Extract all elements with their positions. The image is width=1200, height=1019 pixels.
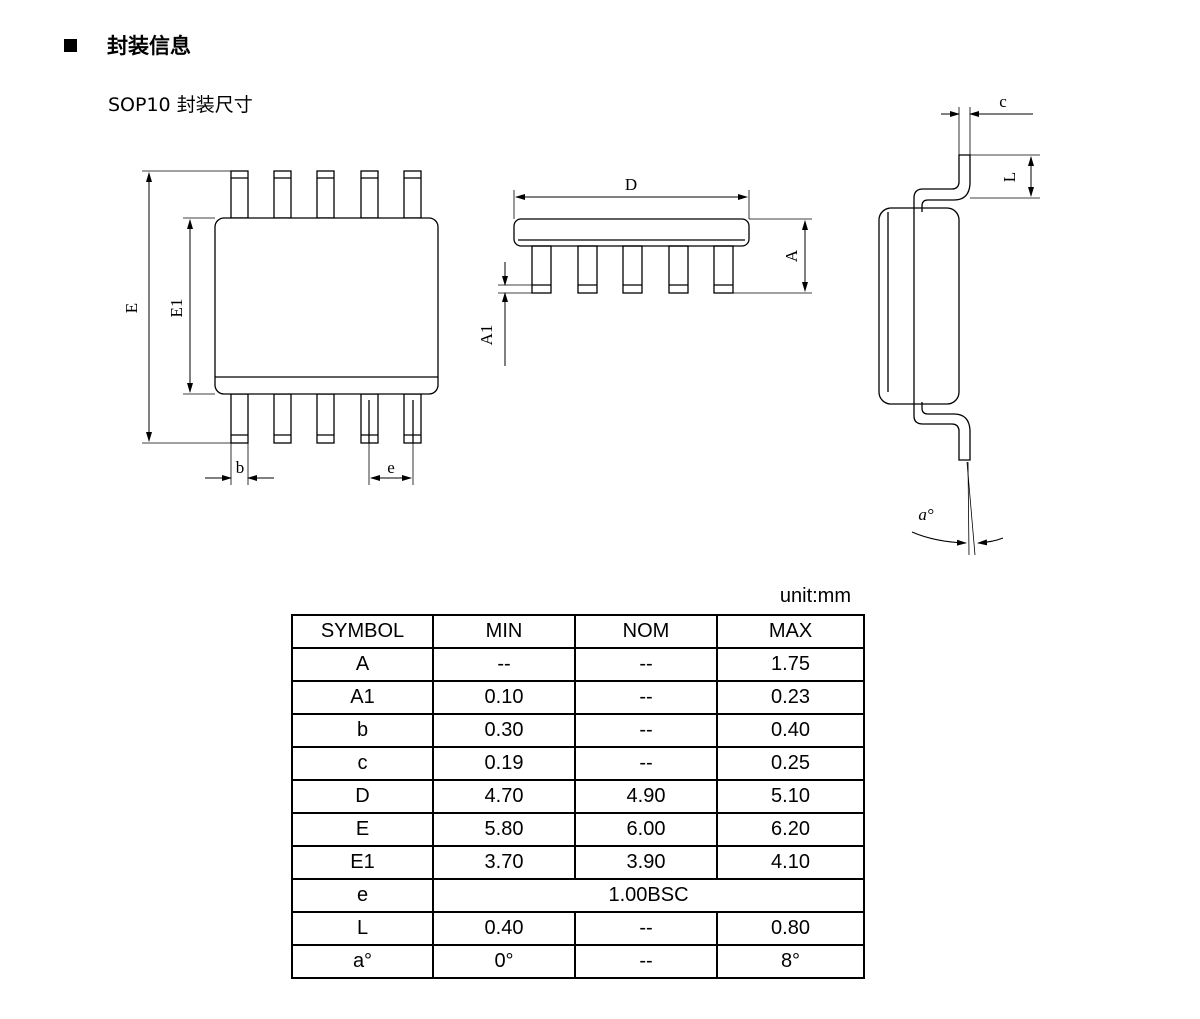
cell-min: 3.70 — [432, 845, 576, 880]
package-body-front — [513, 218, 750, 247]
label-A1: A1 — [477, 325, 496, 346]
cell-min: 0.19 — [432, 746, 576, 781]
table-header-row: SYMBOL MIN NOM MAX — [291, 614, 865, 649]
table-row: D 4.70 4.90 5.10 — [291, 779, 865, 814]
label-L: L — [1000, 172, 1019, 182]
cell-symbol: E1 — [291, 845, 434, 880]
cell-nom: -- — [574, 746, 718, 781]
table-row: A -- -- 1.75 — [291, 647, 865, 682]
package-body-side — [878, 207, 960, 405]
cell-min: 0.30 — [432, 713, 576, 748]
header-nom: NOM — [574, 614, 718, 649]
table-row: L 0.40 -- 0.80 — [291, 911, 865, 946]
cell-symbol: c — [291, 746, 434, 781]
table-row: A1 0.10 -- 0.23 — [291, 680, 865, 715]
cell-min: 0° — [432, 944, 576, 979]
cell-max: 6.20 — [716, 812, 865, 847]
cell-symbol: A — [291, 647, 434, 682]
cell-nom: -- — [574, 911, 718, 946]
package-drawing: E E1 b e D A A1 — [122, 92, 1040, 556]
bottom-pins — [230, 393, 422, 444]
table-row: b 0.30 -- 0.40 — [291, 713, 865, 748]
label-b: b — [236, 458, 245, 477]
header-min: MIN — [432, 614, 576, 649]
cell-min: -- — [432, 647, 576, 682]
header-symbol: SYMBOL — [291, 614, 434, 649]
cell-merged-value: 1.00BSC — [432, 878, 865, 913]
section-title-text: 封装信息 — [107, 34, 191, 58]
front-view — [498, 190, 812, 366]
cell-max: 0.80 — [716, 911, 865, 946]
cell-nom: 4.90 — [574, 779, 718, 814]
header-max: MAX — [716, 614, 865, 649]
front-pins — [531, 245, 734, 294]
cell-nom: -- — [574, 647, 718, 682]
cell-symbol: a° — [291, 944, 434, 979]
label-c: c — [999, 92, 1007, 111]
cell-min: 0.10 — [432, 680, 576, 715]
cell-nom: 6.00 — [574, 812, 718, 847]
label-E: E — [122, 303, 141, 313]
label-e: e — [387, 458, 395, 477]
cell-max: 5.10 — [716, 779, 865, 814]
label-D: D — [625, 175, 637, 194]
cell-symbol: b — [291, 713, 434, 748]
cell-nom: 3.90 — [574, 845, 718, 880]
cell-max: 1.75 — [716, 647, 865, 682]
top-pins — [230, 170, 422, 219]
dimension-table: SYMBOL MIN NOM MAX A -- -- 1.75 A1 0.10 … — [291, 614, 865, 979]
cell-max: 4.10 — [716, 845, 865, 880]
cell-symbol: L — [291, 911, 434, 946]
table-row: E1 3.70 3.90 4.10 — [291, 845, 865, 880]
cell-symbol: A1 — [291, 680, 434, 715]
cell-symbol: D — [291, 779, 434, 814]
cell-nom: -- — [574, 680, 718, 715]
cell-symbol: E — [291, 812, 434, 847]
cell-max: 8° — [716, 944, 865, 979]
top-view — [142, 170, 439, 485]
cell-max: 0.23 — [716, 680, 865, 715]
package-title: SOP10 封装尺寸 — [108, 94, 253, 116]
unit-label: unit:mm — [779, 585, 851, 607]
table-row: e 1.00BSC — [291, 878, 865, 913]
table-row: c 0.19 -- 0.25 — [291, 746, 865, 781]
label-E1: E1 — [167, 299, 186, 318]
cell-max: 0.25 — [716, 746, 865, 781]
cell-nom: -- — [574, 944, 718, 979]
cell-min: 4.70 — [432, 779, 576, 814]
section-title: 封装信息 — [64, 30, 191, 60]
square-bullet-icon — [64, 38, 77, 52]
package-body-top — [214, 217, 439, 395]
side-view — [878, 107, 1040, 556]
cell-max: 0.40 — [716, 713, 865, 748]
table-row: a° 0° -- 8° — [291, 944, 865, 979]
cell-min: 0.40 — [432, 911, 576, 946]
cell-symbol: e — [291, 878, 434, 913]
table-row: E 5.80 6.00 6.20 — [291, 812, 865, 847]
label-angle: a° — [918, 505, 934, 524]
label-A: A — [782, 249, 801, 262]
cell-nom: -- — [574, 713, 718, 748]
cell-min: 5.80 — [432, 812, 576, 847]
